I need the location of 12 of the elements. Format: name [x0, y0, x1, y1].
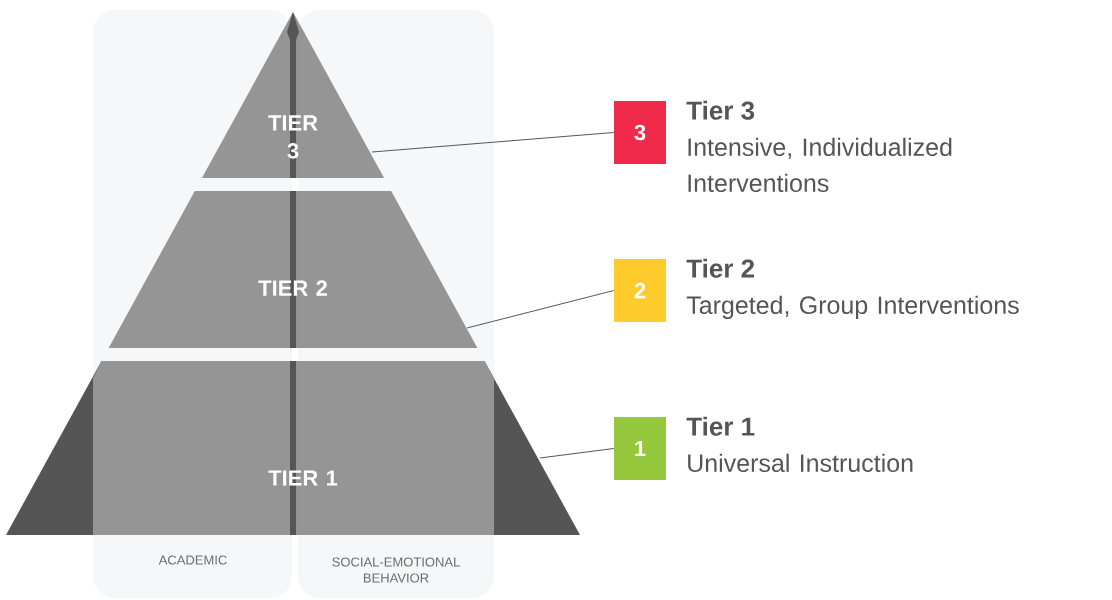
- tier-description: Targeted, Group Interventions: [686, 295, 1019, 319]
- tier-description: Intensive, Individualized Interventions: [688, 137, 952, 193]
- number-badge: 1: [614, 417, 666, 480]
- tier-heading: Tier 2: [686, 258, 755, 278]
- number-badge: 3: [614, 101, 666, 164]
- tier-heading: Tier 1: [686, 416, 755, 436]
- leader-line: [371, 132, 615, 153]
- leader-line: [539, 448, 615, 459]
- number-badge: 2: [614, 259, 666, 322]
- leader-line: [466, 290, 615, 329]
- tier-heading: Tier 3: [686, 100, 755, 120]
- tier-description: Universal Instruction: [688, 453, 913, 473]
